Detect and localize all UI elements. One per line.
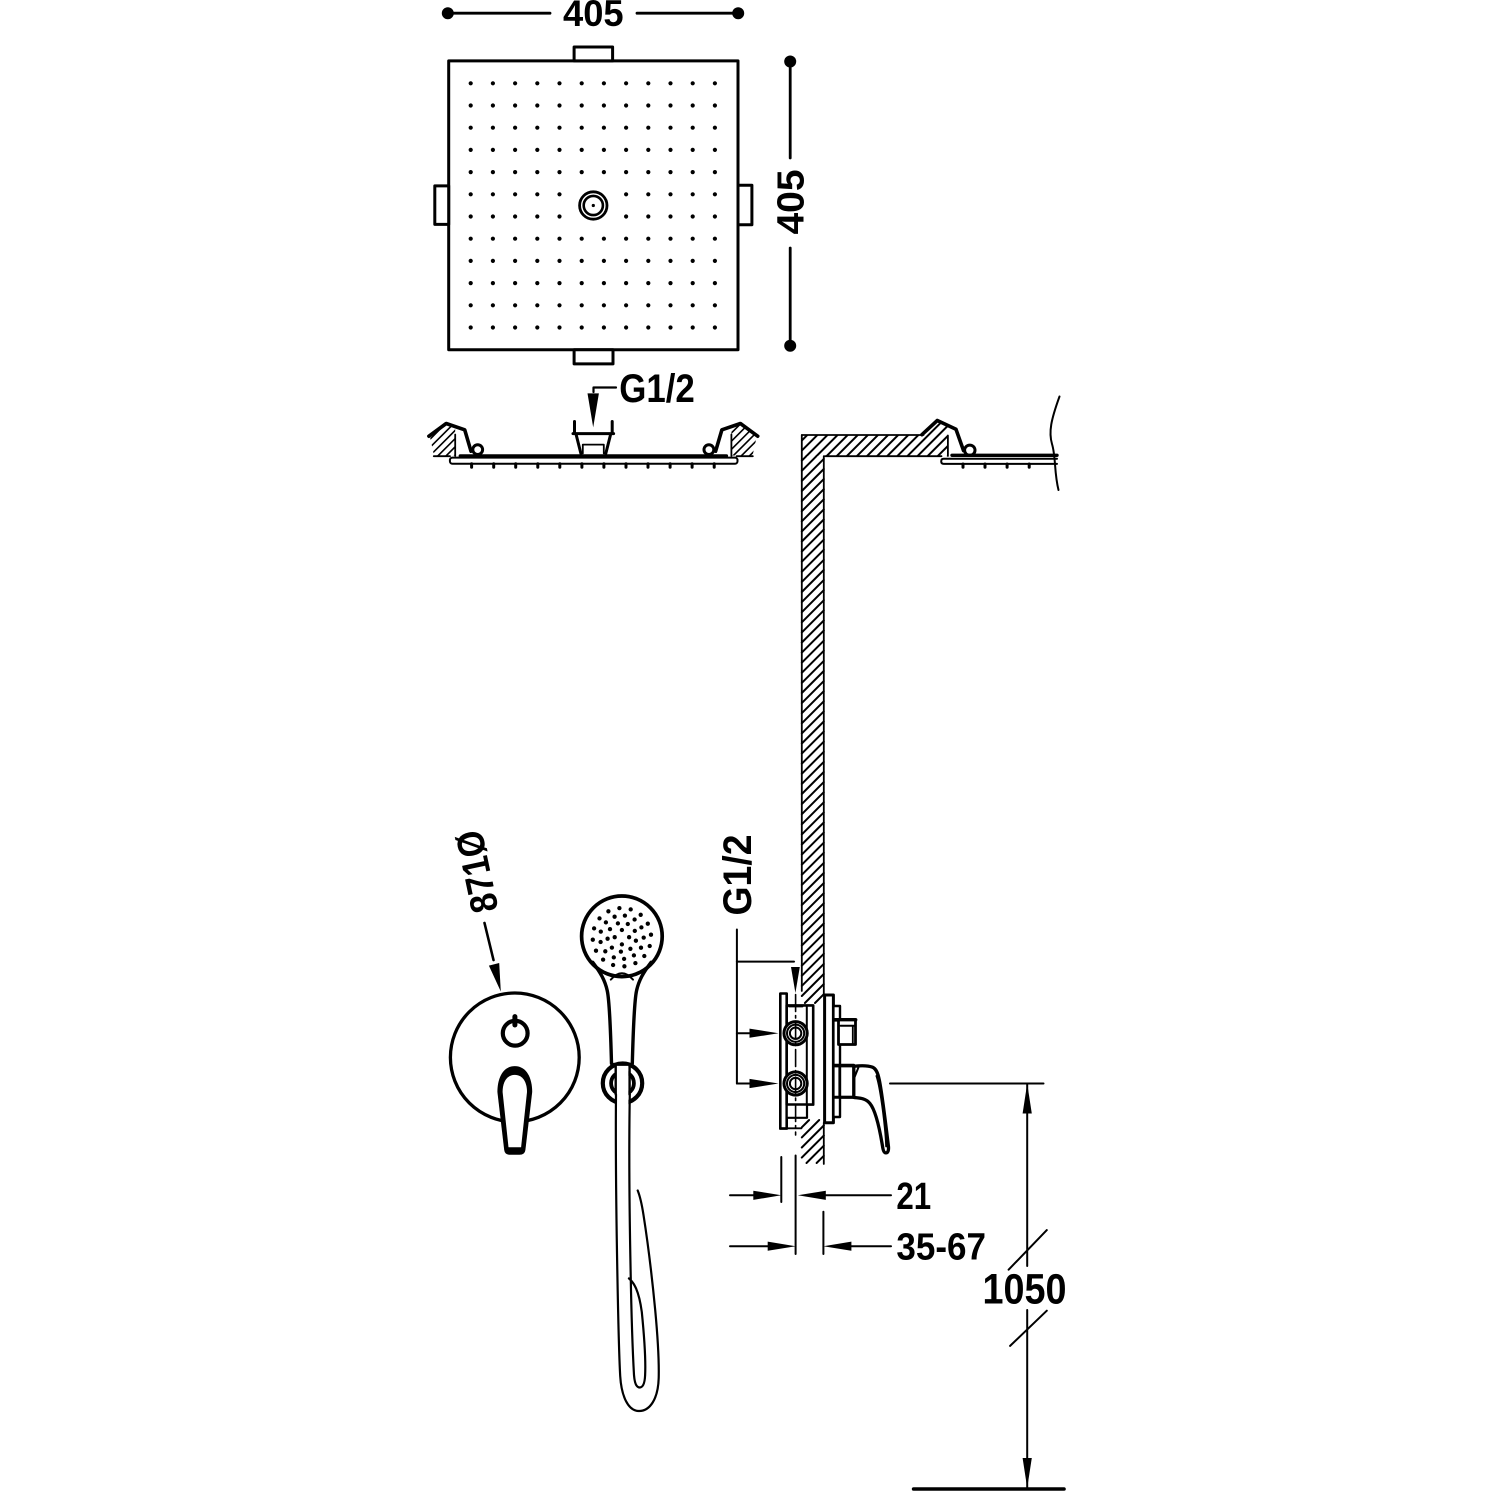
svg-text:405: 405	[771, 170, 813, 235]
svg-text:405: 405	[563, 0, 624, 34]
svg-text:G1/2: G1/2	[716, 835, 760, 916]
svg-text:21: 21	[896, 1176, 931, 1218]
svg-text:G1/2: G1/2	[619, 367, 695, 411]
svg-text:35-67: 35-67	[896, 1227, 986, 1269]
svg-text:1050: 1050	[983, 1266, 1067, 1313]
